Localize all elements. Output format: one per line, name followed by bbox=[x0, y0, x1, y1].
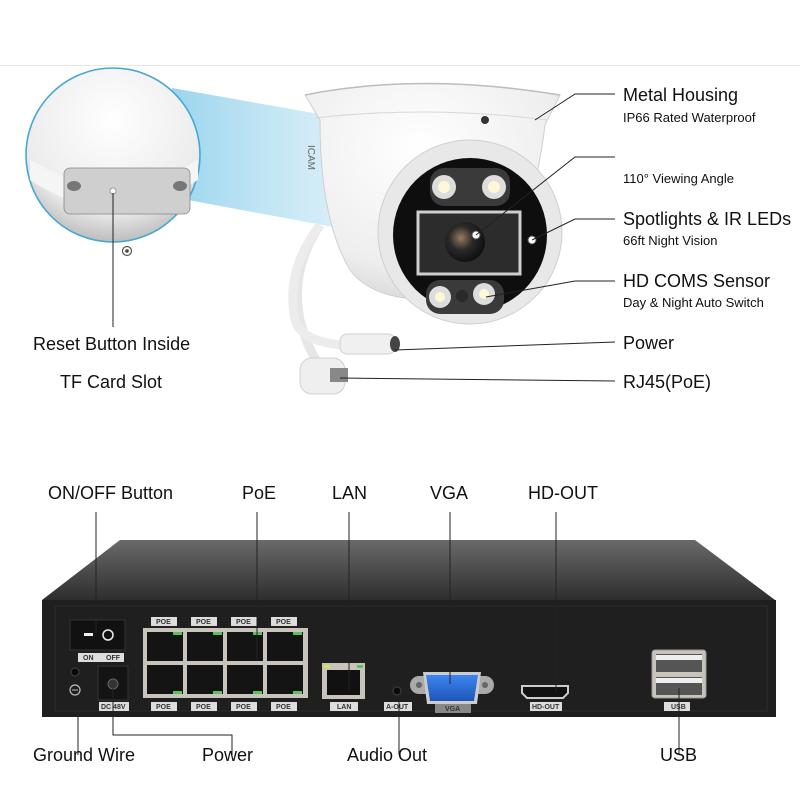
callout-sensor: HD COMS Sensor bbox=[623, 271, 771, 291]
label-lan: LAN bbox=[332, 483, 368, 503]
callout-viewing-angle: 110° Viewing Angle bbox=[623, 171, 734, 186]
label-ground-wire: Ground Wire bbox=[33, 745, 136, 765]
lan-port: LAN bbox=[322, 663, 365, 711]
poe-tag: POE bbox=[276, 619, 291, 626]
poe-tag: POE bbox=[156, 619, 171, 626]
hdout-tag: HD-OUT bbox=[532, 704, 560, 711]
port-led bbox=[173, 691, 182, 694]
label-vga: VGA bbox=[430, 483, 469, 503]
poe-port bbox=[267, 632, 303, 661]
port-led bbox=[293, 691, 302, 694]
switch-off-tag: OFF bbox=[106, 655, 121, 662]
screw-icon bbox=[67, 181, 81, 191]
camera-body: ICAM bbox=[304, 82, 563, 325]
port-led bbox=[173, 632, 182, 635]
poe-port bbox=[147, 665, 183, 694]
port-led bbox=[293, 632, 302, 635]
port-led bbox=[253, 691, 262, 694]
nvr-callout-lines bbox=[77, 512, 680, 755]
poe-tag: POE bbox=[236, 704, 251, 711]
switch-on-tag: ON bbox=[83, 655, 94, 662]
brand-mark: ICAM bbox=[305, 145, 316, 170]
zoom-detail-circle bbox=[25, 67, 201, 257]
power-switch: ON OFF bbox=[69, 619, 126, 662]
nvr-top bbox=[42, 540, 775, 600]
usb-ports: USB bbox=[651, 649, 707, 711]
callout-rj45: RJ45(PoE) bbox=[623, 372, 712, 392]
top-divider bbox=[0, 65, 800, 66]
ground-screw bbox=[70, 667, 80, 677]
poe-tag: POE bbox=[196, 704, 211, 711]
poe-port bbox=[187, 632, 223, 661]
ground-icon bbox=[69, 684, 81, 696]
camera-cables bbox=[288, 222, 400, 395]
poe-port bbox=[267, 665, 303, 694]
label-power: Power bbox=[202, 745, 254, 765]
poe-port bbox=[227, 665, 263, 694]
poe-tag: POE bbox=[276, 704, 291, 711]
camera-callout-lines bbox=[339, 93, 616, 382]
callout-spotlights-sub: 66ft Night Vision bbox=[623, 233, 718, 248]
callout-power: Power bbox=[623, 333, 675, 353]
lan-tag: LAN bbox=[337, 704, 351, 711]
audio-jack bbox=[392, 686, 402, 696]
vga-port: VGA bbox=[410, 672, 494, 713]
port-led bbox=[213, 691, 222, 694]
poe-tag: POE bbox=[156, 704, 171, 711]
label-onoff-button: ON/OFF Button bbox=[48, 483, 174, 503]
usb-tag: USB bbox=[671, 704, 686, 711]
callout-metal-housing-sub: IP66 Rated Waterproof bbox=[623, 110, 756, 125]
poe-tag: POE bbox=[196, 619, 211, 626]
poe-port bbox=[147, 632, 183, 661]
port-led bbox=[213, 632, 222, 635]
callout-metal-housing: Metal Housing bbox=[623, 85, 739, 105]
vga-tag: VGA bbox=[445, 706, 460, 713]
poe-port bbox=[227, 632, 263, 661]
screw-icon bbox=[173, 181, 187, 191]
tf-card-label: TF Card Slot bbox=[60, 372, 163, 392]
label-audio-out: Audio Out bbox=[347, 745, 428, 765]
reset-button-label: Reset Button Inside bbox=[33, 334, 191, 354]
label-usb: USB bbox=[660, 745, 698, 765]
callout-spotlights: Spotlights & IR LEDs bbox=[623, 209, 792, 229]
poe-port-block: POE POE POE POE POE POE POE POE bbox=[143, 617, 308, 711]
poe-tag: POE bbox=[236, 619, 251, 626]
poe-port bbox=[187, 665, 223, 694]
aout-tag: A-OUT bbox=[386, 704, 409, 711]
label-hd-out: HD-OUT bbox=[528, 483, 598, 503]
callout-sensor-sub: Day & Night Auto Switch bbox=[623, 295, 764, 310]
label-poe: PoE bbox=[242, 483, 277, 503]
